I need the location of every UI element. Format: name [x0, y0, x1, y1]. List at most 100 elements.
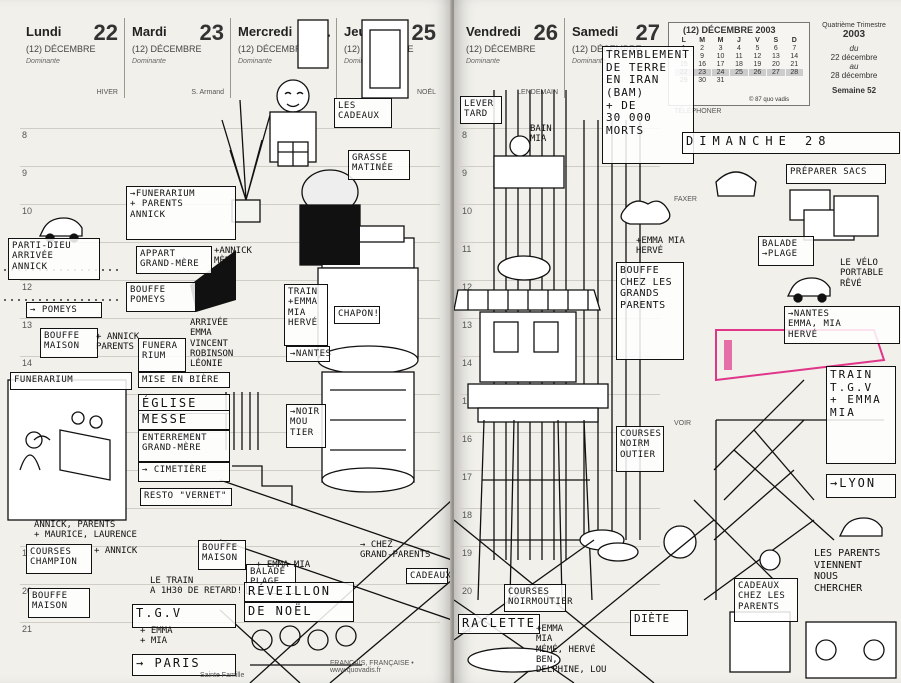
note-cimetiere: → CIMETIÈRE — [138, 462, 230, 482]
left-page: Lundi 22 (12) DÉCEMBRE Dominante HIVER M… — [4, 18, 452, 683]
hour-number: 18 — [462, 510, 473, 520]
note-paris: → PARIS — [132, 654, 236, 676]
mini-calendar-day: 6 — [773, 45, 778, 52]
mini-calendar-day: 23 — [693, 69, 711, 76]
note-emma-mia-herve: +EMMA MIA HERVÉ — [636, 236, 685, 257]
hour-line — [20, 470, 440, 471]
note-train-retard: LE TRAIN A 1H30 DE RETARD! — [150, 576, 243, 597]
note-annick-parents-maurice: ANNICK, PARENTS + MAURICE, LAURENCE — [34, 520, 137, 541]
note-arrivee-emma: ARRIVÉE EMMA VINCENT ROBINSON LÉONIE — [190, 318, 234, 370]
mini-calendar-day: 7 — [792, 45, 797, 52]
note-raclette: RACLETTE — [458, 614, 540, 634]
hour-line — [20, 432, 440, 433]
note-funera-rium: FUNERA RIUM — [138, 338, 186, 372]
mini-calendar-day: 30 — [698, 77, 707, 84]
hour-number: 21 — [22, 624, 33, 634]
trimester-du: du — [849, 44, 859, 53]
day-month: (12) DÉCEMBRE — [466, 44, 536, 54]
note-bouffe-maison: BOUFFE MAISON — [40, 328, 98, 358]
hour-number: 14 — [22, 358, 33, 368]
hour-line — [460, 546, 660, 547]
note-cadeaux-chez-parents: CADEAUX CHEZ LES PARENTS — [734, 578, 798, 622]
hour-number: 9 — [462, 168, 468, 178]
hour-number: 20 — [462, 586, 473, 596]
day-month: (12) DÉCEMBRE — [238, 44, 308, 54]
day-number: 26 — [533, 20, 558, 45]
hour-line — [460, 242, 660, 243]
trimester-box: Quatrième Trimestre 2003 du 22 décembre … — [814, 22, 894, 114]
hour-number: 12 — [22, 282, 33, 292]
footer-saint: Sainte Famille — [200, 672, 245, 679]
hour-line — [20, 128, 440, 129]
hour-line — [460, 204, 660, 205]
hour-number: 11 — [462, 244, 472, 254]
note-annick-mere: +ANNICK MÈRE — [214, 246, 252, 267]
day-name: Lundi — [26, 24, 62, 39]
note-bain-mia: BAIN MIA — [530, 124, 552, 145]
trimester-label: Quatrième Trimestre — [822, 22, 886, 29]
hour-line — [460, 432, 660, 433]
note-balade-plage-2: BALADE →PLAGE — [758, 236, 814, 266]
day-dominante: Dominante — [344, 58, 378, 65]
hour-line — [20, 584, 440, 585]
mini-calendar-title: (12) DÉCEMBRE 2003 — [683, 25, 776, 35]
mini-calendar-day: 3 — [718, 45, 723, 52]
voir-label: VOIR — [674, 420, 692, 427]
note-nantes-2: →NANTES EMMA, MIA HERVÉ — [784, 306, 900, 344]
note-nantes: →NANTES — [286, 346, 331, 362]
note-train-tgv: TRAIN T.G.V + EMMA MIA — [826, 366, 896, 464]
mini-calendar-weekday: L — [681, 37, 686, 44]
mini-calendar-weekday: S — [773, 37, 779, 44]
day-dominante: Dominante — [238, 58, 272, 65]
day-saint: S. Armand — [191, 89, 224, 96]
mini-calendar-day: 28 — [785, 69, 803, 76]
mini-calendar-day: 31 — [716, 77, 725, 84]
day-name: Samedi — [572, 24, 619, 39]
note-tremblement-de-terre: TREMBLEMENT DE TERRE EN IRAN (BAM) + DE … — [602, 46, 694, 164]
note-messe: MESSE — [138, 410, 230, 430]
mini-calendar-day: 20 — [771, 61, 780, 68]
mini-calendar-day: 21 — [790, 61, 799, 68]
note-chapon: CHAPON! — [334, 306, 380, 324]
day-name: Mardi — [132, 24, 167, 39]
mini-calendar-day: 9 — [700, 53, 705, 60]
note-lever-tard: LEVER TARD — [460, 96, 502, 124]
note-les-cadeaux: LES CADEAUX — [334, 98, 392, 128]
note-chez-grand-parents: → CHEZ GRAND-PARENTS — [360, 540, 431, 561]
mini-calendar-day: 26 — [748, 69, 767, 76]
mini-calendar-day: 27 — [767, 69, 785, 76]
note-dimanche-28: DIMANCHE 28 — [682, 132, 900, 154]
note-bouffe-pomeys: BOUFFE POMEYS — [126, 282, 196, 312]
hour-number: 9 — [22, 168, 28, 178]
day-month: (12) DÉCEMBRE — [132, 44, 202, 54]
trimester-to: 28 décembre — [830, 71, 878, 80]
mini-calendar-weekday: D — [791, 37, 797, 44]
note-courses-noirmoutier-2: COURSES NOIRMOUTIER — [504, 584, 573, 612]
mini-calendar-day: 10 — [716, 53, 725, 60]
binding-gutter — [450, 0, 456, 683]
hour-number: 10 — [462, 206, 473, 216]
hour-number: 12 — [462, 282, 473, 292]
mini-calendar-day: 25 — [730, 69, 748, 76]
day-header-monday: Lundi 22 (12) DÉCEMBRE Dominante HIVER — [20, 18, 125, 98]
hour-number: 20 — [22, 586, 33, 596]
mini-calendar-day: 13 — [771, 53, 780, 60]
mini-calendar-day: 4 — [737, 45, 741, 52]
day-number: 25 — [411, 20, 436, 45]
day-name: Mercredi — [238, 24, 293, 39]
hour-number: 13 — [462, 320, 473, 330]
mini-calendar-weekday: M — [717, 37, 724, 44]
mini-calendar-day: 2 — [700, 45, 705, 52]
hour-line — [460, 622, 660, 623]
note-train-emma: TRAIN +EMMA MIA HERVÉ — [284, 284, 328, 346]
note-funerarium-2: FUNERARIUM — [10, 372, 132, 390]
note-de-noel: DE NOËL — [244, 602, 354, 622]
mini-calendar-day: 14 — [790, 53, 799, 60]
hour-line — [20, 242, 440, 243]
mini-calendar-day: 24 — [711, 69, 730, 76]
note-annick-parents: + ANNICK PARENTS — [96, 332, 140, 353]
note-noir-moutier: →NOIR MOU TIER — [286, 404, 326, 448]
mini-calendar-footer: © 87 quo vadis — [749, 97, 790, 103]
hour-number: 8 — [462, 130, 468, 140]
note-bouffe-maison-2: BOUFFE MAISON — [198, 540, 246, 570]
